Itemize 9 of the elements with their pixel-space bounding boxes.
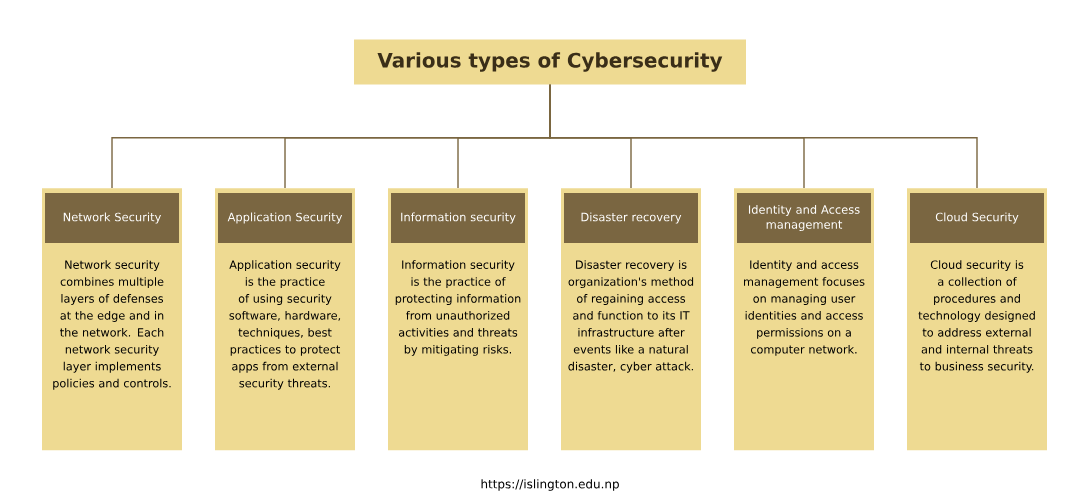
- card: Application Security Application security is the practice of using security software, hardware, techniques, best practices to protect apps from external security threats.: [215, 188, 355, 451]
- url-text: https://islington.edu.np: [481, 479, 619, 491]
- card: Information security Information security is the practice of protecting information from unauthorized activities and threats by mitigating risks.: [388, 188, 528, 451]
- card: Cloud Security Cloud security is a collection of procedures and technology designed to address external and internal threats to business security.: [907, 188, 1047, 451]
- card: Disaster recovery Disaster recovery is organization's method of regaining access and function to its IT infrastructure after events like a natural disaster, cyber attack.: [561, 188, 701, 451]
- title-box: Various types of Cybersecurity: [354, 39, 746, 85]
- connector-line: [549, 84, 978, 189]
- card: Identity and Access management Identity and access management focuses on managing user identities and access permissions on a computer network.: [734, 188, 874, 451]
- card: Network Security Network security combines multiple layers of defenses at the edge and in the network. Each network security layer implements policies and controls.: [42, 188, 182, 451]
